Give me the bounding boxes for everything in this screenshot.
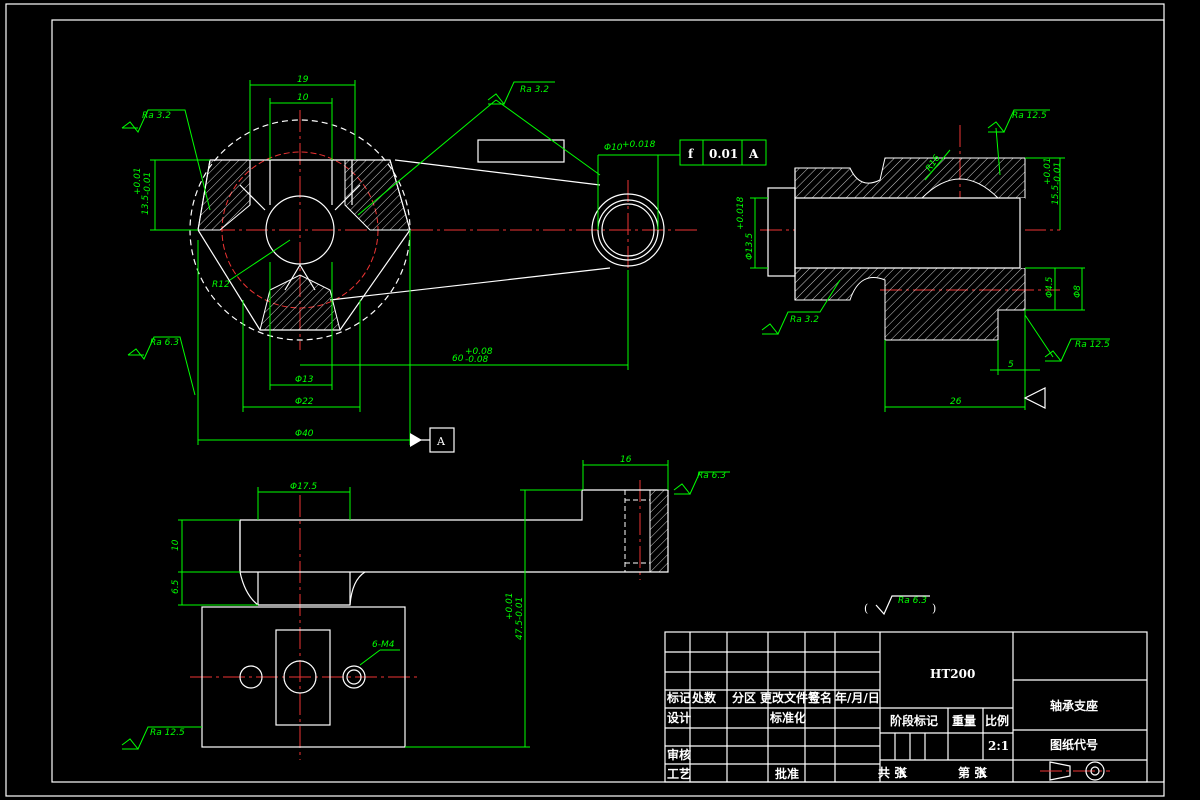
- top-view: 19 10 13.5 +0.01 -0.01 Ra 3.2 Ra 3.2 R12…: [121, 75, 700, 453]
- ra-63-top: Ra 6.3: [150, 338, 179, 348]
- ra-125-front: Ra 12.5: [150, 728, 185, 738]
- dia-4-5: Φ4.5: [1045, 276, 1055, 298]
- side-view: Ra 12.5 R16 15.5 +0.01 -0.01 Φ13.5 +0.01…: [736, 109, 1110, 412]
- dia-40: Φ40: [295, 429, 314, 439]
- dia-13-5: Φ13.5: [745, 233, 755, 260]
- hdr-count: 处数: [691, 690, 717, 705]
- review-label: 审核: [667, 747, 691, 762]
- ra-32-side: Ra 3.2: [790, 315, 819, 325]
- dia-13: Φ13: [295, 375, 314, 385]
- projection-symbol: [1040, 761, 1110, 781]
- tol-60-lower: -0.08: [465, 355, 489, 365]
- dim-19: 19: [297, 75, 309, 85]
- front-view: Φ17.5 16 Ra 6.3 10 6.5 6-M4 47.5 +0.01 -…: [121, 455, 730, 760]
- tol-60-upper: +0.08: [465, 347, 493, 357]
- ra-left: Ra 3.2: [142, 111, 171, 121]
- datum-a-label: A: [436, 435, 446, 448]
- scale-label: 比例: [985, 713, 1009, 728]
- sheet-x2: X: [978, 766, 988, 780]
- weight-label: 重量: [952, 713, 976, 728]
- drawing-no-label: 图纸代号: [1050, 737, 1098, 752]
- dim-16: 16: [620, 455, 632, 465]
- general-ra: Ra 6.3: [898, 596, 927, 606]
- svg-text:): ): [932, 602, 936, 615]
- hdr-date: 年/月/日: [835, 690, 880, 705]
- hdr-zone: 分区: [732, 690, 756, 705]
- dim-10: 10: [297, 93, 309, 103]
- dim-26: 26: [950, 397, 962, 407]
- hdr-sign: 签名: [807, 690, 832, 705]
- inner-border: [51, 19, 1165, 783]
- hdr-change-doc: 更改文件号: [760, 690, 820, 705]
- tol-datum: A: [748, 147, 759, 161]
- scale-value: 2:1: [988, 739, 1009, 753]
- general-roughness: ( ) Ra 6.3: [864, 595, 936, 616]
- ra-63-front: Ra 6.3: [697, 471, 726, 481]
- title-block: HT200 轴承支座 图纸代号 标记 处数 分区 更改文件号 签名 年/月/日 …: [664, 631, 1148, 783]
- tol-symbol: f: [688, 147, 694, 161]
- tol-value: 0.01: [709, 147, 738, 161]
- dim-6-5: 6.5: [171, 579, 181, 594]
- svg-text:(: (: [864, 602, 868, 615]
- thread-6-m4: 6-M4: [372, 640, 395, 650]
- ra-125-side: Ra 12.5: [1075, 340, 1110, 350]
- dim-13-5: 13.5: [141, 195, 151, 215]
- sheet-no: 第 张: [958, 765, 987, 780]
- tol-13-upper: +0.01: [133, 167, 143, 195]
- tol-13-lower: -0.01: [143, 172, 153, 195]
- process-label: 工艺: [667, 766, 691, 781]
- dim-47-5: 47.5: [515, 620, 525, 640]
- tol-47-lower: -0.01: [515, 597, 525, 620]
- approve-label: 批准: [775, 766, 799, 781]
- dim-10-front: 10: [171, 539, 181, 551]
- dia-10-tol: +0.018: [622, 140, 656, 150]
- material: HT200: [930, 667, 975, 681]
- total-sheets: 共 张: [878, 765, 907, 780]
- tol-15-upper: +0.01: [1043, 157, 1053, 185]
- standardize-label: 标准化: [769, 710, 806, 725]
- tol-13-5: +0.018: [736, 196, 746, 230]
- ra-mid: Ra 3.2: [520, 85, 549, 95]
- tolerance-frame: f 0.01 A: [679, 139, 767, 166]
- ra-top-side: Ra 12.5: [1012, 111, 1047, 121]
- r12: R12: [212, 280, 230, 290]
- tol-47-upper: +0.01: [505, 592, 515, 620]
- outer-border: [5, 3, 1165, 797]
- dia-22: Φ22: [295, 397, 314, 407]
- hdr-mark: 标记: [666, 690, 691, 705]
- dim-15-5: 15.5: [1051, 185, 1061, 205]
- dim-5: 5: [1008, 360, 1014, 370]
- dia-8: Φ8: [1073, 285, 1083, 298]
- dia-10: Φ10: [604, 143, 623, 153]
- dia-17-5: Φ17.5: [290, 482, 317, 492]
- part-name: 轴承支座: [1050, 698, 1098, 713]
- design-label: 设计: [667, 710, 691, 725]
- tol-15-lower: -0.01: [1053, 162, 1063, 185]
- dim-60: 60: [452, 354, 464, 364]
- stage-mark-label: 阶段标记: [890, 713, 938, 728]
- sheet-x1: X: [898, 766, 908, 780]
